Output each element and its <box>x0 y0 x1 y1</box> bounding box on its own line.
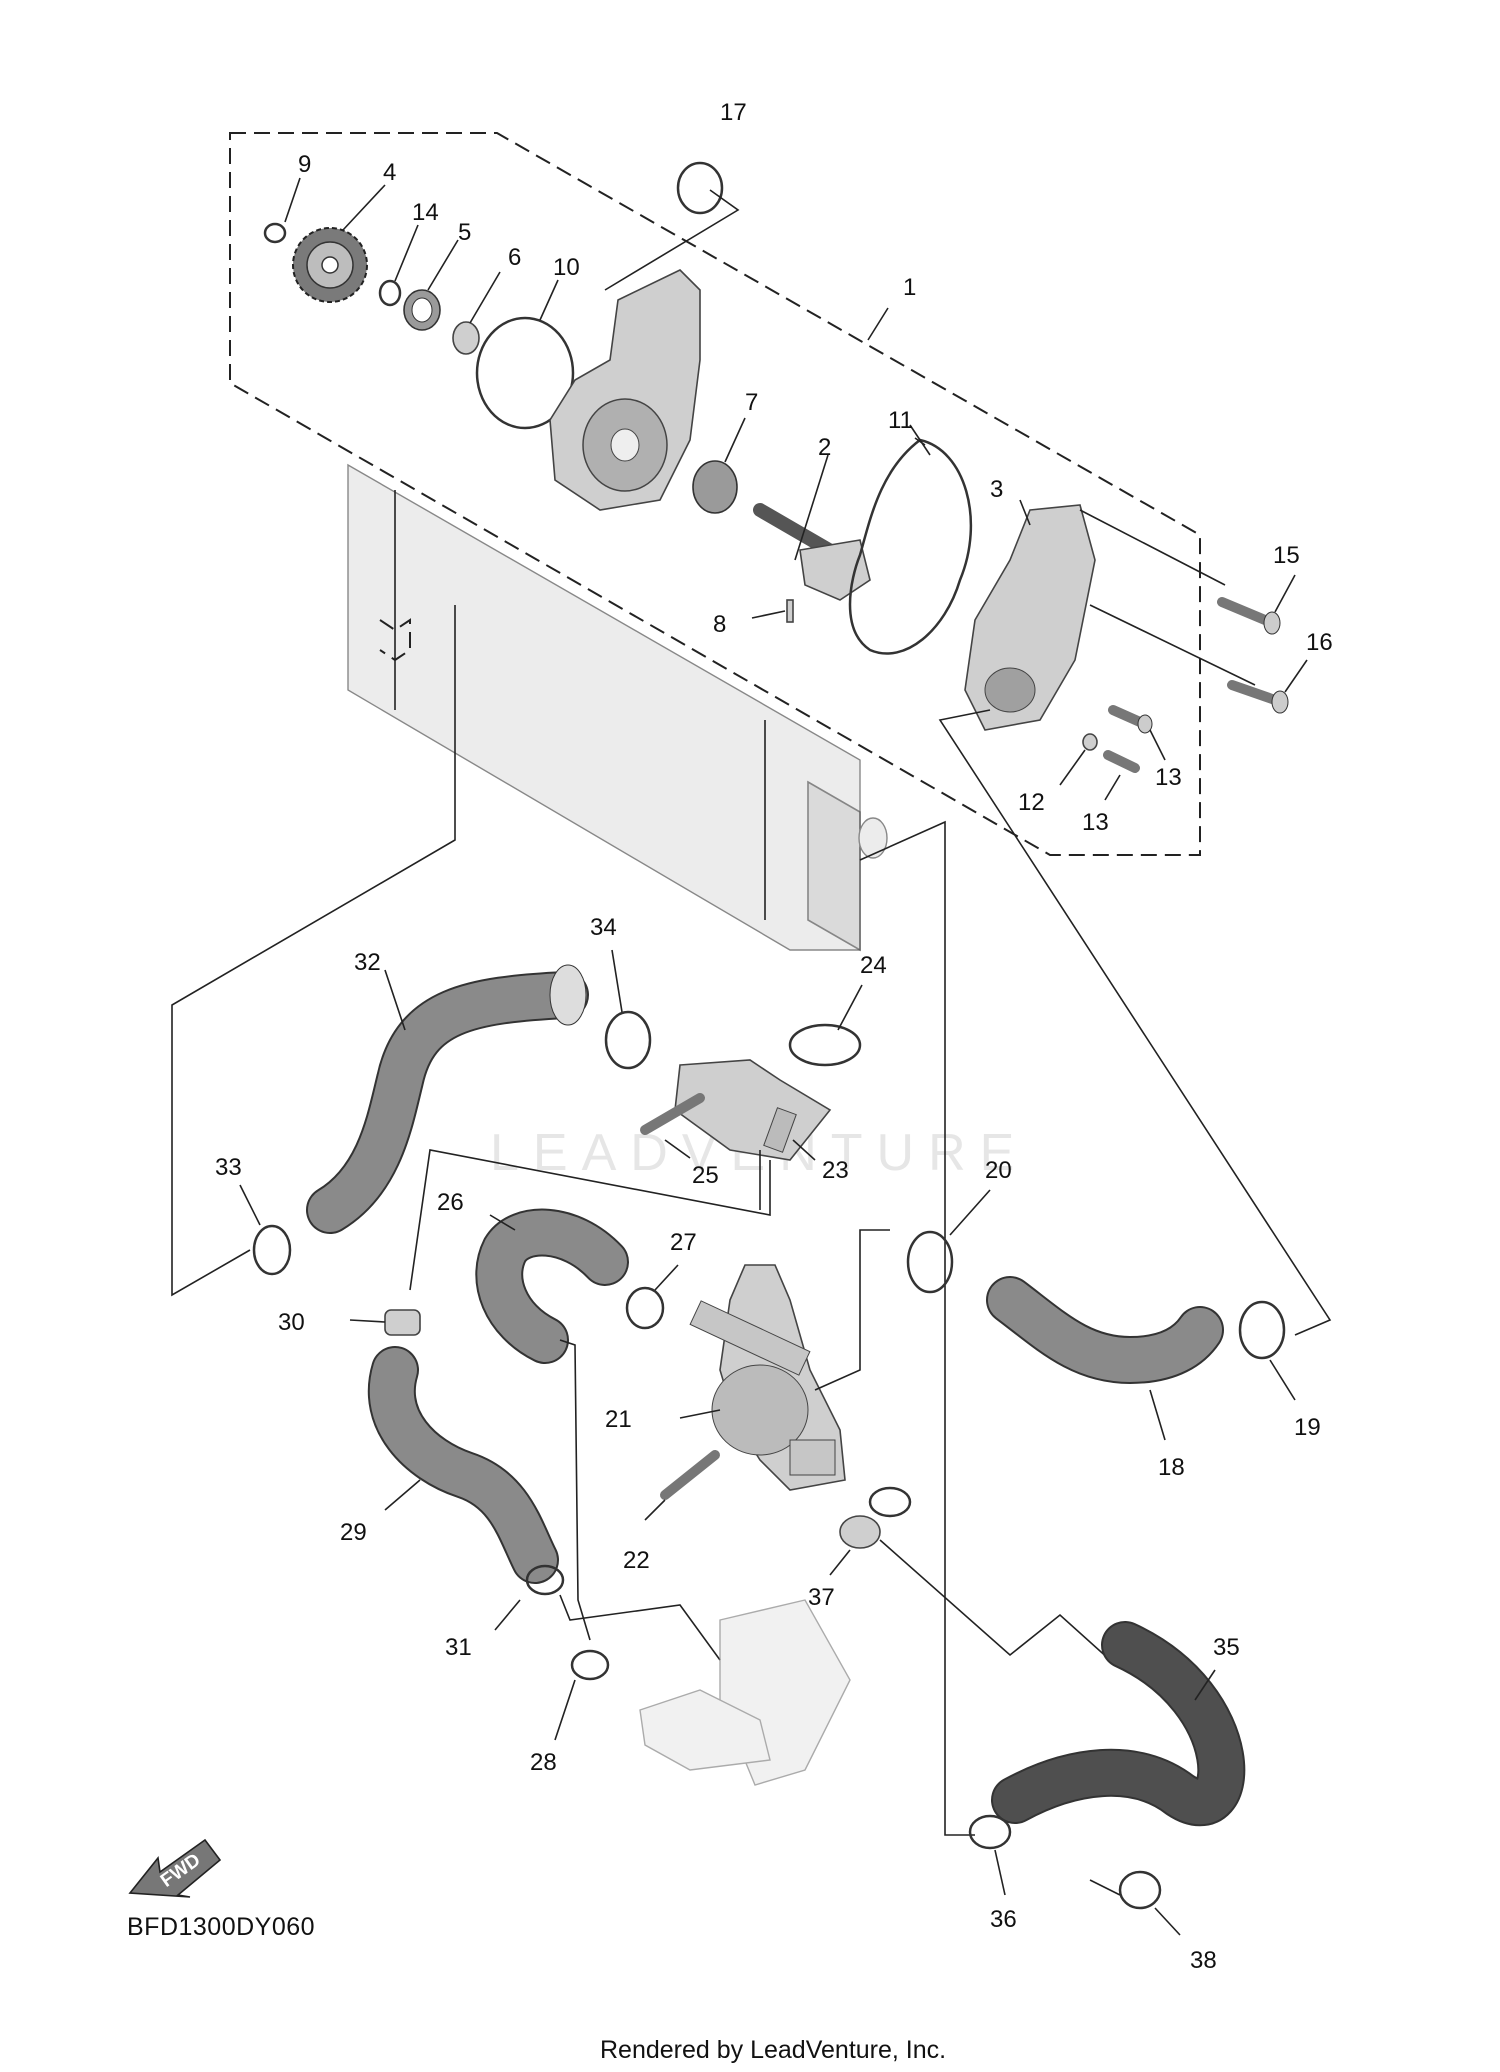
callout-32: 32 <box>354 949 381 976</box>
callout-35: 35 <box>1213 1634 1240 1661</box>
callout-2: 2 <box>818 434 831 461</box>
impeller-gear-4 <box>292 227 368 303</box>
callout-31: 31 <box>445 1634 472 1661</box>
pump-cover-3 <box>964 504 1096 731</box>
hose-18 <box>986 1276 1224 1384</box>
seal-7 <box>692 460 738 514</box>
callout-29: 29 <box>340 1519 367 1546</box>
thermostat-housing-23 <box>674 1059 832 1161</box>
diagram-code: BFD1300DY060 <box>127 1913 315 1941</box>
gasket-11 <box>848 438 973 655</box>
callout-36: 36 <box>990 1906 1017 1933</box>
callout-20: 20 <box>985 1157 1012 1184</box>
clamp-31 <box>525 1564 565 1596</box>
clamp-30 <box>384 1309 421 1336</box>
clamp-33 <box>252 1224 292 1276</box>
credit-line: Rendered by LeadVenture, Inc. <box>600 2036 946 2064</box>
clamp-20 <box>906 1230 954 1294</box>
bolt-13a <box>1108 705 1153 734</box>
o-ring-17 <box>676 161 724 215</box>
callout-12: 12 <box>1018 789 1045 816</box>
callout-15: 15 <box>1273 542 1300 569</box>
washer-12 <box>1082 733 1098 751</box>
callout-1: 1 <box>903 274 916 301</box>
callout-7: 7 <box>745 389 758 416</box>
housing-21 <box>689 1264 846 1491</box>
hose-35 <box>991 1621 1246 1827</box>
callout-18: 18 <box>1158 1454 1185 1481</box>
callout-9: 9 <box>298 151 311 178</box>
seal-6 <box>452 321 480 355</box>
callout-5: 5 <box>458 219 471 246</box>
hose-26 <box>475 1208 629 1364</box>
gasket-24 <box>788 1023 862 1067</box>
water-pump-assembly-outline <box>229 132 1201 856</box>
callout-13a: 13 <box>1155 764 1182 791</box>
bolt-22 <box>660 1450 720 1500</box>
clamp-34 <box>604 1010 652 1070</box>
forward-direction-arrow: FWD <box>128 1838 222 1898</box>
o-ring-10 <box>475 316 575 430</box>
callout-8: 8 <box>713 611 726 638</box>
callout-28: 28 <box>530 1749 557 1776</box>
callout-labels: 1 2 3 4 5 6 7 8 9 10 11 12 13 13 14 15 1… <box>215 99 1333 1974</box>
callout-38: 38 <box>1190 1947 1217 1974</box>
clamp-37 <box>839 1486 912 1549</box>
clamp-19 <box>1238 1300 1286 1360</box>
callout-27: 27 <box>670 1229 697 1256</box>
clamp-36 <box>968 1814 1012 1850</box>
clamp-28 <box>570 1649 610 1681</box>
clip-9 <box>263 222 287 244</box>
pump-housing <box>549 269 701 511</box>
impeller-shaft-2 <box>753 503 871 601</box>
callout-6: 6 <box>508 244 521 271</box>
callout-19: 19 <box>1294 1414 1321 1441</box>
callout-10: 10 <box>553 254 580 281</box>
callout-4: 4 <box>383 159 396 186</box>
pin-8 <box>786 599 794 623</box>
bolt-25 <box>640 1093 705 1135</box>
callout-13b: 13 <box>1082 809 1109 836</box>
callout-17: 17 <box>720 99 747 126</box>
oil-cooler <box>639 1599 851 1786</box>
callout-11: 11 <box>888 407 913 434</box>
callout-3: 3 <box>990 476 1003 503</box>
bolt-13b <box>1103 750 1140 773</box>
hose-29 <box>367 1346 559 1584</box>
callout-26: 26 <box>437 1189 464 1216</box>
washer-14 <box>378 279 402 307</box>
hose-32 <box>306 964 589 1234</box>
callout-16: 16 <box>1306 629 1333 656</box>
callout-22: 22 <box>623 1547 650 1574</box>
callout-21: 21 <box>605 1406 632 1433</box>
bolt-15 <box>1217 597 1281 635</box>
radiator <box>347 463 888 952</box>
callout-25: 25 <box>692 1162 719 1189</box>
callout-33: 33 <box>215 1154 242 1181</box>
callout-14: 14 <box>412 199 439 226</box>
callout-23: 23 <box>822 1157 849 1184</box>
callout-30: 30 <box>278 1309 305 1336</box>
callout-34: 34 <box>590 914 617 941</box>
clamp-27 <box>625 1286 665 1330</box>
callout-37: 37 <box>808 1584 835 1611</box>
bolt-16 <box>1227 680 1289 714</box>
clamp-38 <box>1118 1870 1162 1910</box>
callout-24: 24 <box>860 952 887 979</box>
